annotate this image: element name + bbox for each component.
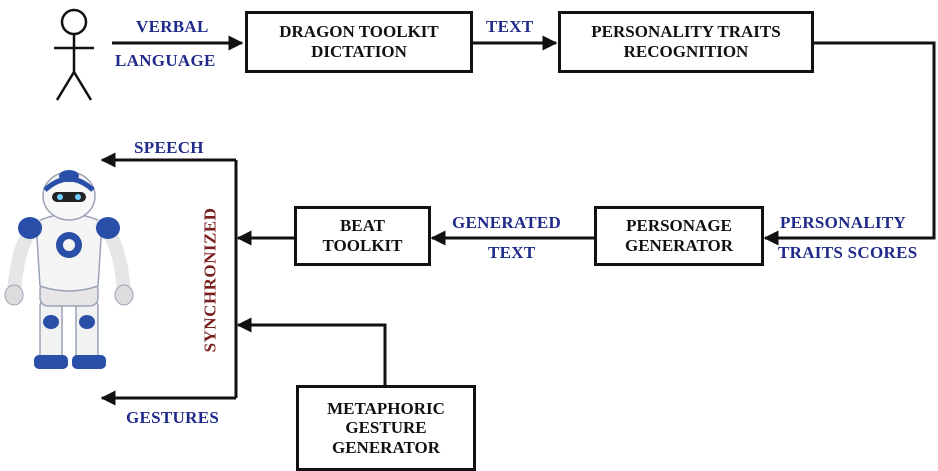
label-gestures: GESTURES — [126, 408, 220, 427]
label-verbal: VERBAL — [136, 17, 209, 36]
arrow-metaphoric-to-sync — [236, 317, 387, 385]
personage-generator-box: PERSONAGE GENERATOR — [594, 206, 764, 266]
person-icon — [54, 8, 94, 101]
beat-toolkit-box: BEAT TOOLKIT — [294, 206, 431, 266]
label-personality: PERSONALITY — [780, 213, 907, 232]
metaphoric-gesture-box: METAPHORIC GESTURE GENERATOR — [296, 385, 476, 471]
personality-recognition-box: PERSONALITY TRAITS RECOGNITION — [558, 11, 814, 73]
robot-icon — [4, 170, 134, 369]
synchronized-text: SYNCHRONIZED — [200, 207, 220, 353]
label-language: LANGUAGE — [115, 51, 216, 70]
label-generated: GENERATED — [452, 213, 562, 232]
dragon-toolkit-box: DRAGON TOOLKIT DICTATION — [245, 11, 473, 73]
label-text: TEXT — [486, 17, 534, 36]
synchronized-label: SYNCHRONIZED — [198, 180, 222, 380]
label-traits-scores: TRAITS SCORES — [778, 243, 918, 262]
label-speech: SPEECH — [134, 138, 204, 157]
label-generated-text: TEXT — [488, 243, 536, 262]
arrow-personality-scores — [763, 41, 936, 246]
